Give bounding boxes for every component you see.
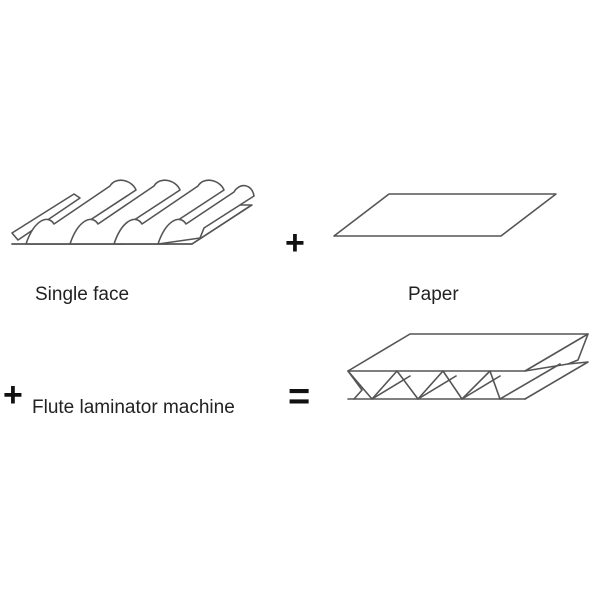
corrugated-board-illustration — [347, 333, 589, 400]
plus-operator-1: + — [285, 224, 305, 262]
paper-label: Paper — [408, 284, 459, 305]
single-face-label: Single face — [35, 284, 130, 305]
plus-operator-2: + — [3, 376, 23, 414]
equals-operator: = — [288, 376, 311, 418]
paper-illustration — [333, 193, 557, 237]
flute-laminator-machine-label: Flute laminator machine — [32, 397, 235, 418]
